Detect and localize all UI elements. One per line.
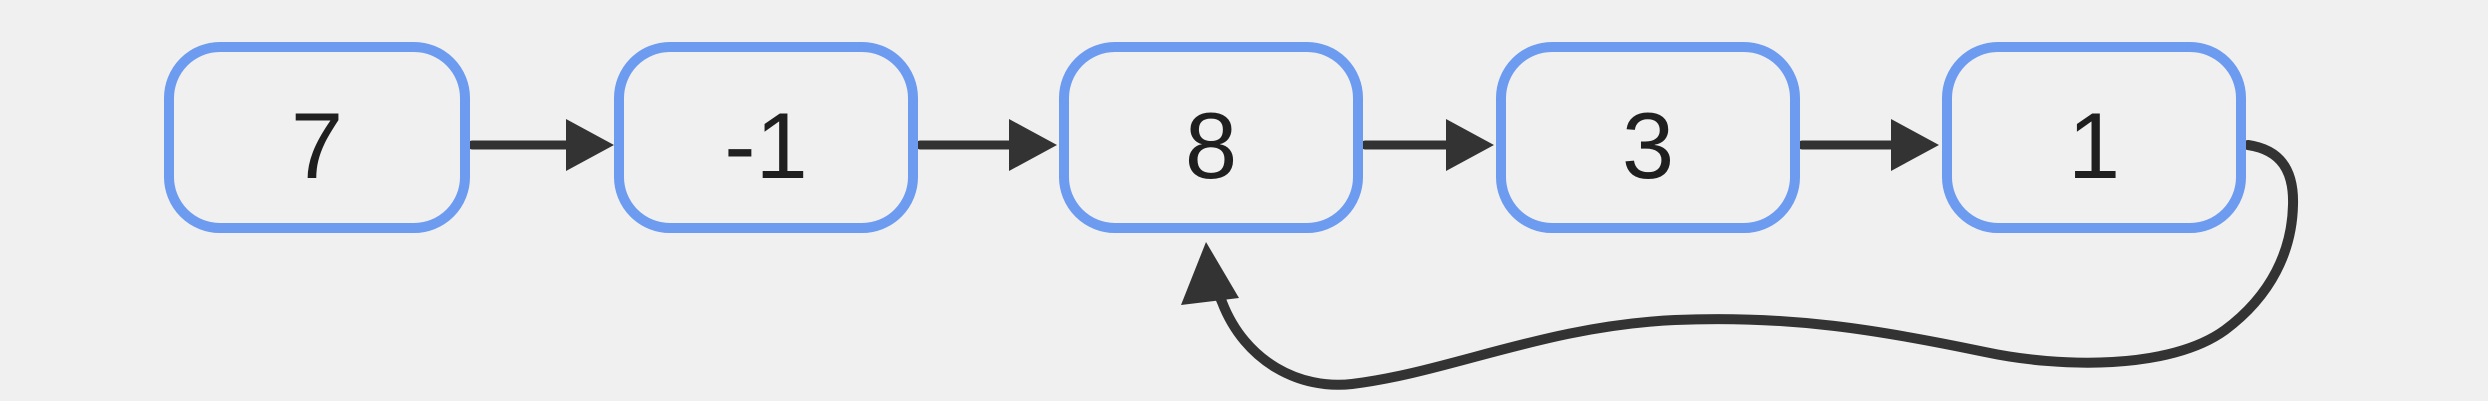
list-node-5[interactable]: 1 [1942, 42, 2246, 233]
arrowhead-right-icon [1891, 119, 1939, 171]
node-value: 7 [290, 92, 344, 198]
arrowhead-right-icon [566, 119, 614, 171]
node-value: 3 [1621, 92, 1675, 198]
arrowhead-right-icon [1009, 119, 1057, 171]
cycle-arrow-curve [1211, 140, 2299, 390]
next-pointer-arrow-3 [1360, 119, 1494, 171]
list-node-2[interactable]: -1 [614, 42, 918, 233]
node-value: 1 [2067, 92, 2121, 198]
next-pointer-arrow-4 [1797, 119, 1939, 171]
list-node-3[interactable]: 8 [1059, 42, 1363, 233]
node-value: -1 [724, 92, 808, 198]
next-pointer-arrow-2 [915, 119, 1057, 171]
arrowhead-up-icon [1181, 242, 1239, 305]
list-node-4[interactable]: 3 [1496, 42, 1800, 233]
list-node-1[interactable]: 7 [164, 42, 470, 233]
node-value: 8 [1184, 92, 1238, 198]
next-pointer-arrow-1 [467, 119, 614, 171]
cycle-back-arrow [1181, 140, 2299, 390]
arrowhead-right-icon [1446, 119, 1494, 171]
